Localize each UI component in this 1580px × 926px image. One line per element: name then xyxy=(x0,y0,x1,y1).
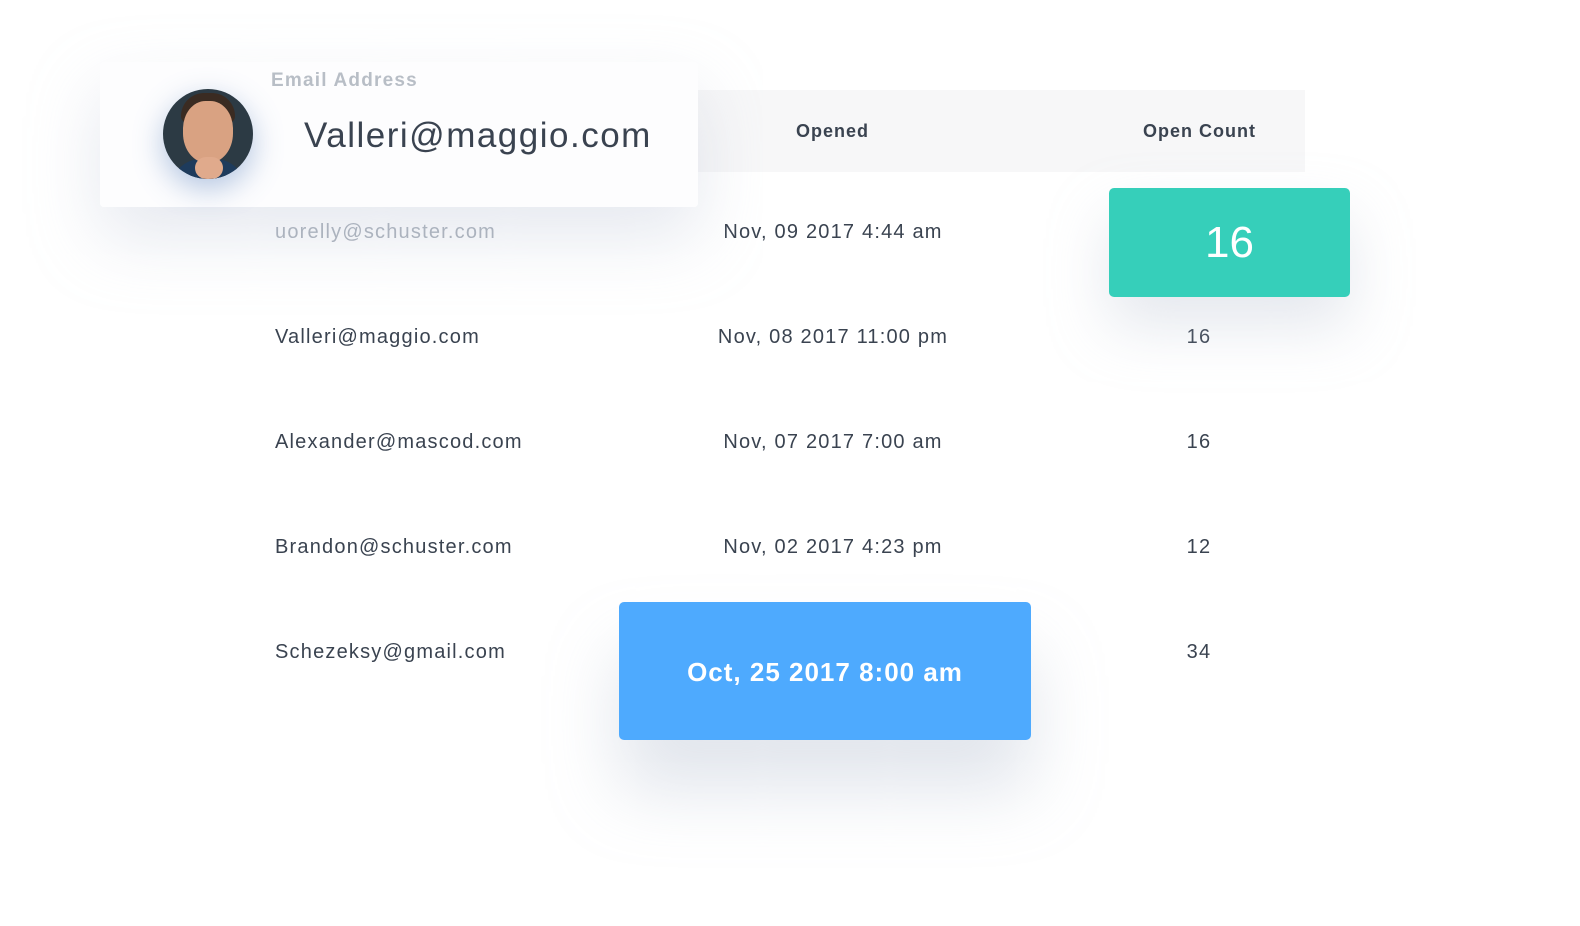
email-cell: Valleri@maggio.com xyxy=(275,326,480,348)
email-cell: Alexander@mascod.com xyxy=(275,431,523,453)
count-cell: 16 xyxy=(1186,431,1212,453)
count-cell: 16 xyxy=(1186,326,1212,348)
opened-cell: Nov, 02 2017 4:23 pm xyxy=(723,536,943,558)
table-row[interactable]: Alexander@mascod.com Nov, 07 2017 7:00 a… xyxy=(0,427,1580,457)
contact-card[interactable]: Email Address Valleri@maggio.com xyxy=(100,62,698,207)
column-header-open-count: Open Count xyxy=(1143,121,1256,141)
column-header-opened: Opened xyxy=(796,121,870,141)
table-row[interactable]: Brandon@schuster.com Nov, 02 2017 4:23 p… xyxy=(0,532,1580,562)
opened-date-highlight[interactable]: Oct, 25 2017 8:00 am xyxy=(619,602,1031,740)
count-cell: 34 xyxy=(1186,641,1212,663)
contact-email: Valleri@maggio.com xyxy=(304,116,652,155)
opened-cell: Nov, 07 2017 7:00 am xyxy=(723,431,943,453)
table-row[interactable]: Schezeksy@gmail.com 34 xyxy=(0,637,1580,667)
column-header-email: Email Address xyxy=(271,70,418,91)
avatar xyxy=(163,89,253,179)
email-cell: Schezeksy@gmail.com xyxy=(275,641,506,663)
email-cell: uorelly@schuster.com xyxy=(275,221,497,243)
open-count-highlight[interactable]: 16 xyxy=(1109,188,1350,297)
count-cell: 12 xyxy=(1186,536,1212,558)
opened-cell: Nov, 08 2017 11:00 pm xyxy=(717,326,949,348)
table-row[interactable]: uorelly@schuster.com Nov, 09 2017 4:44 a… xyxy=(0,217,1580,247)
table-row[interactable]: Valleri@maggio.com Nov, 08 2017 11:00 pm… xyxy=(0,322,1580,352)
opened-cell: Nov, 09 2017 4:44 am xyxy=(723,221,943,243)
email-cell: Brandon@schuster.com xyxy=(275,536,513,558)
